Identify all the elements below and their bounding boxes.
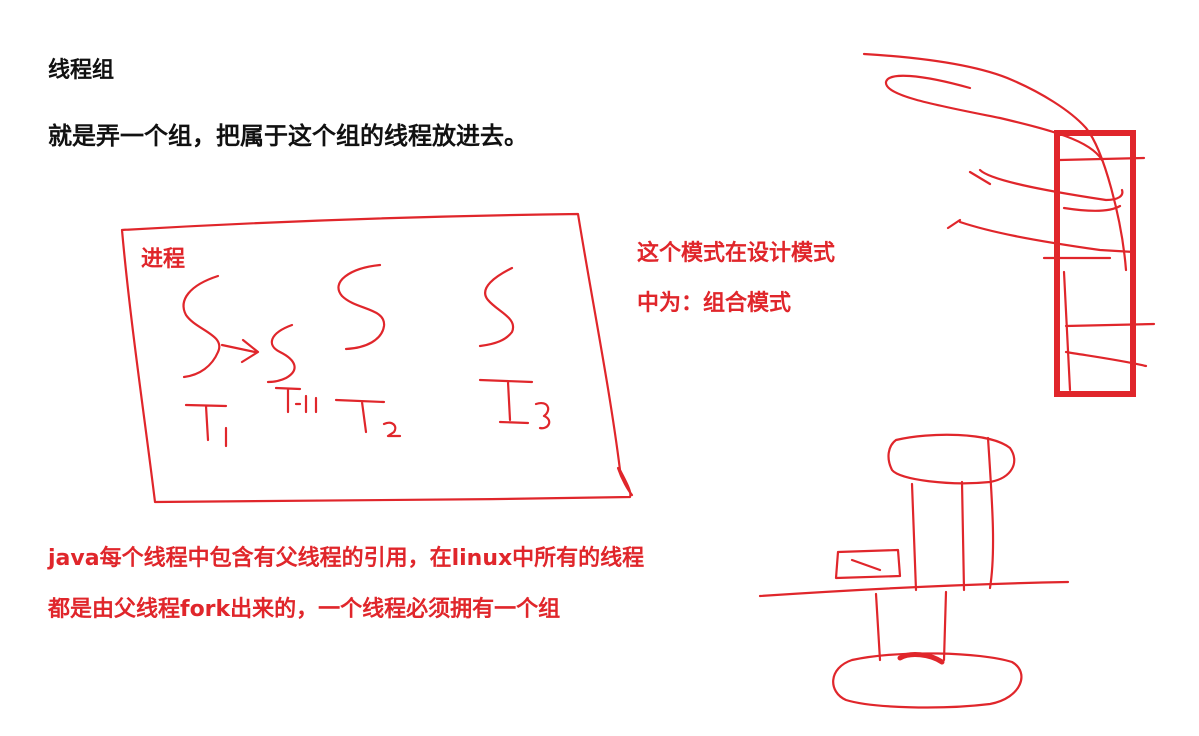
group-highlight-box xyxy=(1054,130,1136,397)
page-title: 线程组 xyxy=(48,58,115,83)
java-note-line1: java每个线程中包含有父线程的引用，在linux中所有的线程 xyxy=(48,546,645,571)
process-label: 进程 xyxy=(141,247,186,272)
page-description: 就是弄一个组，把属于这个组的线程放进去。 xyxy=(48,122,528,150)
pattern-note-line2: 中为：组合模式 xyxy=(637,291,792,316)
thread-t11-squiggle xyxy=(266,323,296,384)
t3-glyph xyxy=(478,378,551,430)
t2-glyph xyxy=(334,398,402,438)
t11-glyph xyxy=(274,386,318,414)
java-note-line2: 都是由父线程fork出来的，一个线程必须拥有一个组 xyxy=(48,597,561,622)
thread-t1-squiggle xyxy=(182,274,221,379)
thread-t2-squiggle xyxy=(337,263,386,351)
thread-link-arrow xyxy=(220,338,260,364)
pattern-note-line1: 这个模式在设计模式 xyxy=(637,241,836,266)
thread-t3-squiggle xyxy=(478,266,515,348)
process-box xyxy=(120,212,632,504)
t1-glyph xyxy=(184,403,228,448)
